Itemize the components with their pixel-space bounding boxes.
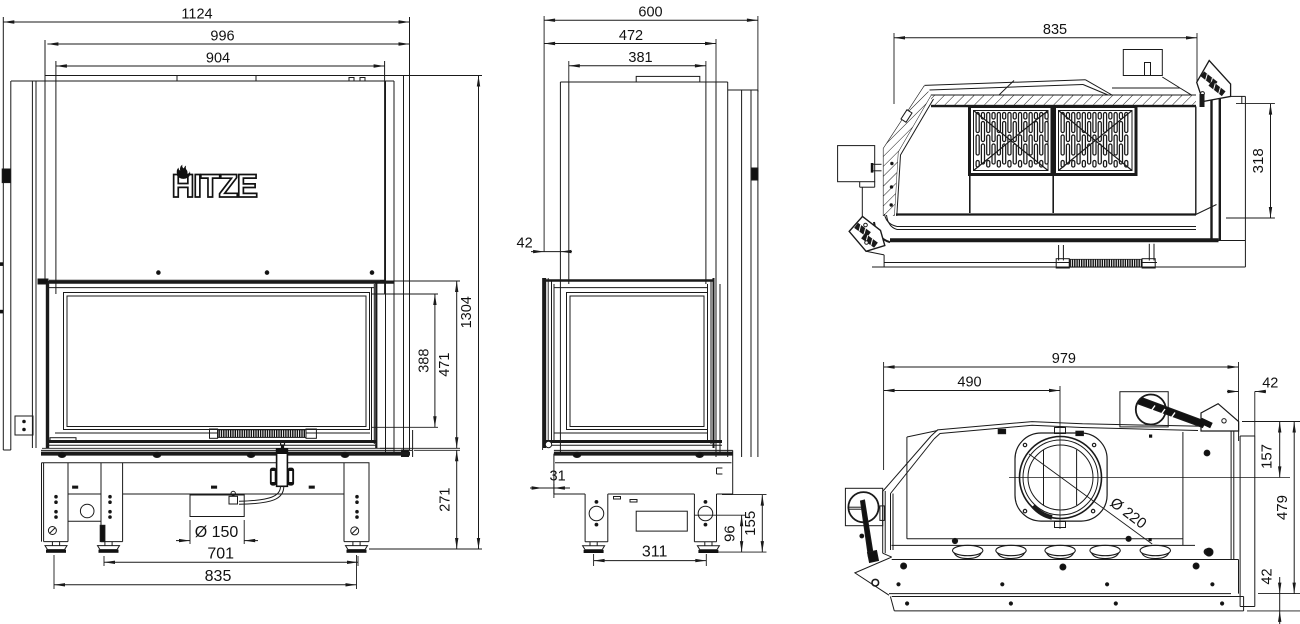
svg-text:996: 996	[210, 29, 234, 45]
svg-text:979: 979	[1052, 351, 1076, 367]
svg-text:904: 904	[206, 51, 230, 67]
svg-text:835: 835	[205, 568, 232, 585]
svg-text:31: 31	[550, 468, 566, 484]
svg-text:490: 490	[957, 375, 981, 391]
svg-text:600: 600	[638, 5, 662, 21]
svg-text:42: 42	[517, 236, 533, 252]
svg-text:Ø 150: Ø 150	[195, 524, 239, 541]
svg-text:381: 381	[628, 50, 652, 66]
svg-text:311: 311	[642, 544, 668, 561]
svg-text:157: 157	[1259, 444, 1276, 469]
svg-text:388: 388	[416, 349, 432, 373]
svg-text:42: 42	[1259, 568, 1275, 584]
svg-text:1124: 1124	[181, 7, 212, 23]
svg-text:471: 471	[437, 353, 453, 377]
svg-text:479: 479	[1274, 495, 1291, 520]
svg-text:1304: 1304	[459, 296, 475, 328]
svg-text:155: 155	[742, 511, 759, 536]
svg-text:96: 96	[721, 525, 738, 542]
svg-text:42: 42	[1262, 375, 1278, 391]
svg-text:271: 271	[438, 488, 454, 512]
svg-text:472: 472	[619, 28, 643, 44]
svg-text:318: 318	[1250, 148, 1267, 173]
svg-text:835: 835	[1043, 22, 1067, 38]
svg-text:701: 701	[207, 545, 234, 562]
